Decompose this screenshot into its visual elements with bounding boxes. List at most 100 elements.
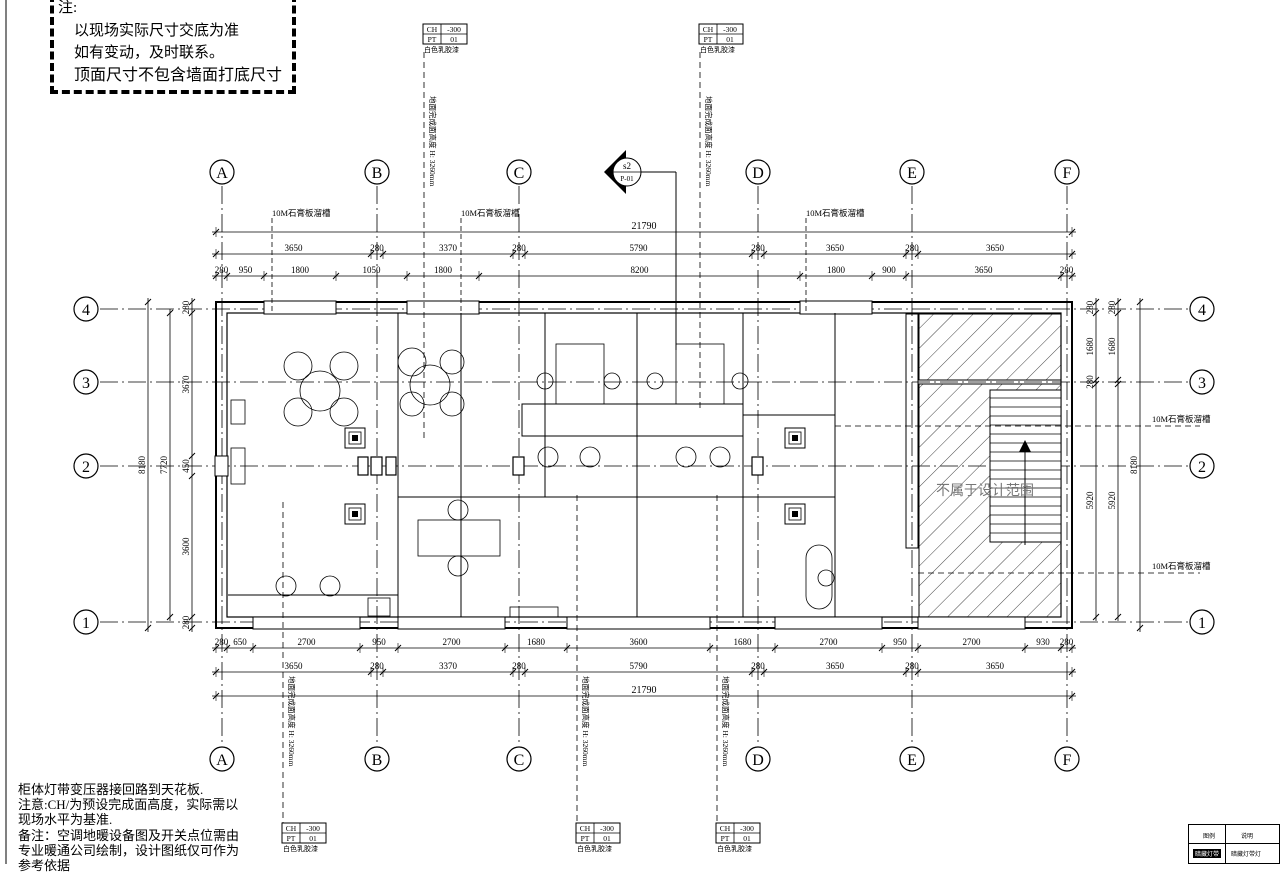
chair [399, 391, 425, 417]
grid-bubble-col [364, 159, 390, 185]
interior-partitions [228, 313, 919, 617]
grid-bubble-row [73, 609, 99, 635]
dim-label: 280 [1107, 300, 1117, 314]
tag-pt-label: PT [428, 35, 437, 44]
slot-label: 10M石膏板溜槽 [1152, 561, 1211, 571]
grid-bubble-col-label: C [514, 165, 525, 182]
tag-pt-label: PT [721, 834, 730, 843]
tag-pt-value: 01 [603, 834, 611, 843]
dim-tick [144, 298, 152, 306]
title-block-row2-right: 暗藏灯带灯 [1231, 852, 1262, 858]
tag-ch-value: -300 [447, 25, 461, 34]
chair [283, 397, 313, 427]
dim-label: 3650 [986, 661, 1005, 671]
dim-tick [188, 298, 196, 306]
chair [319, 575, 341, 597]
dim-tick [1114, 376, 1122, 384]
chair [397, 347, 427, 377]
title-block-row2-left: 暗藏灯带 [1193, 849, 1222, 858]
grid-bubble-col-label: E [907, 752, 917, 769]
height-label: 地面完成面高度 H: 3260mm [428, 96, 438, 187]
windows [214, 300, 1026, 630]
dim-label: 3650 [285, 243, 304, 253]
dim-label: 1680 [527, 637, 546, 647]
tag-pt-value: 01 [450, 35, 458, 44]
grid-bubble-row-label: 1 [82, 615, 90, 632]
grid-bubble-col-label: A [216, 165, 228, 182]
tag-pt-label: PT [581, 834, 590, 843]
diffuser-core [792, 511, 798, 517]
title-block: 图例 说明 暗藏灯带 暗藏灯带灯 [1188, 824, 1280, 864]
tag-finish: 白色乳胶漆 [717, 844, 752, 853]
stool [731, 372, 749, 390]
window-top-3 [799, 300, 873, 315]
dim-label: 8180 [1129, 456, 1139, 475]
dim-label: 7720 [159, 456, 169, 475]
dim-label: 3370 [439, 243, 458, 253]
slot-leaders [271, 218, 1200, 574]
grid-bubble-col-label: F [1063, 165, 1072, 182]
grid-bubble-row [1189, 609, 1215, 635]
dim-label: 280 [1060, 265, 1074, 275]
grid-bubble-col [745, 746, 771, 772]
dim-label: 3650 [826, 661, 845, 671]
grid-bubble-col [1054, 746, 1080, 772]
bath-tub [805, 544, 833, 610]
dim-label: 280 [905, 661, 919, 671]
grid-bubble-col [364, 746, 390, 772]
window-bottom-5 [917, 616, 1026, 630]
dim-label: 650 [233, 637, 247, 647]
dim-tick [1092, 380, 1100, 388]
grid-bubble-row-label: 2 [82, 459, 90, 476]
grid-bubble-col [1054, 159, 1080, 185]
slot-label: 10M石膏板溜槽 [1152, 414, 1211, 424]
counter-block [521, 403, 744, 437]
dim-label: 950 [893, 637, 907, 647]
grid-bubble-col [506, 159, 532, 185]
dim-label: 3650 [285, 661, 304, 671]
chair [329, 397, 359, 427]
dim-label: 280 [1085, 300, 1095, 314]
grid-bubble-row [73, 369, 99, 395]
stool [709, 446, 731, 468]
tag-finish: 白色乳胶漆 [424, 45, 459, 54]
stool [675, 446, 697, 468]
excluded-area-label: 不属于设计范围 [936, 482, 1034, 499]
chair [283, 351, 313, 381]
section-sheet: P-01 [620, 175, 634, 183]
stool [579, 446, 601, 468]
dim-label: 450 [181, 459, 191, 473]
bottom-note-1: 柜体灯带变压器接回路到天花板. [18, 782, 204, 797]
grid-bubble-row [1189, 369, 1215, 395]
dim-label: 280 [215, 265, 229, 275]
grid-bubble-col [209, 746, 235, 772]
dim-tick [188, 624, 196, 632]
grid-bubble-row-label: 3 [1198, 375, 1206, 392]
dim-label: 280 [512, 661, 526, 671]
height-label: 地面完成面高度 H: 3260mm [287, 676, 297, 767]
grid-bubble-row [1189, 296, 1215, 322]
dim-label: 3650 [826, 243, 845, 253]
stool [537, 446, 559, 468]
diffuser-inner [788, 431, 802, 445]
height-label: 地面完成面高度 H: 3260mm [581, 676, 591, 767]
tag-ch-label: CH [703, 25, 714, 34]
tag-pt-value: 01 [726, 35, 734, 44]
title-block-divider [1189, 843, 1279, 844]
dim-tick [1092, 309, 1100, 317]
dim-label: 950 [372, 637, 386, 647]
tag-pt-label: PT [704, 35, 713, 44]
notes-line-1: 以现场实际尺寸交底为准 [74, 23, 240, 39]
marker-b2 [370, 456, 383, 476]
dim-label: 21790 [632, 221, 657, 232]
chair [439, 349, 465, 375]
dim-label: 950 [239, 265, 253, 275]
dim-label: 5920 [1085, 491, 1095, 510]
chair [329, 351, 359, 381]
tag-pt-label: PT [287, 834, 296, 843]
bottom-note-3: 现场水平为基准. [18, 812, 113, 827]
dim-label: 3650 [986, 243, 1005, 253]
dim-tick [166, 613, 174, 621]
